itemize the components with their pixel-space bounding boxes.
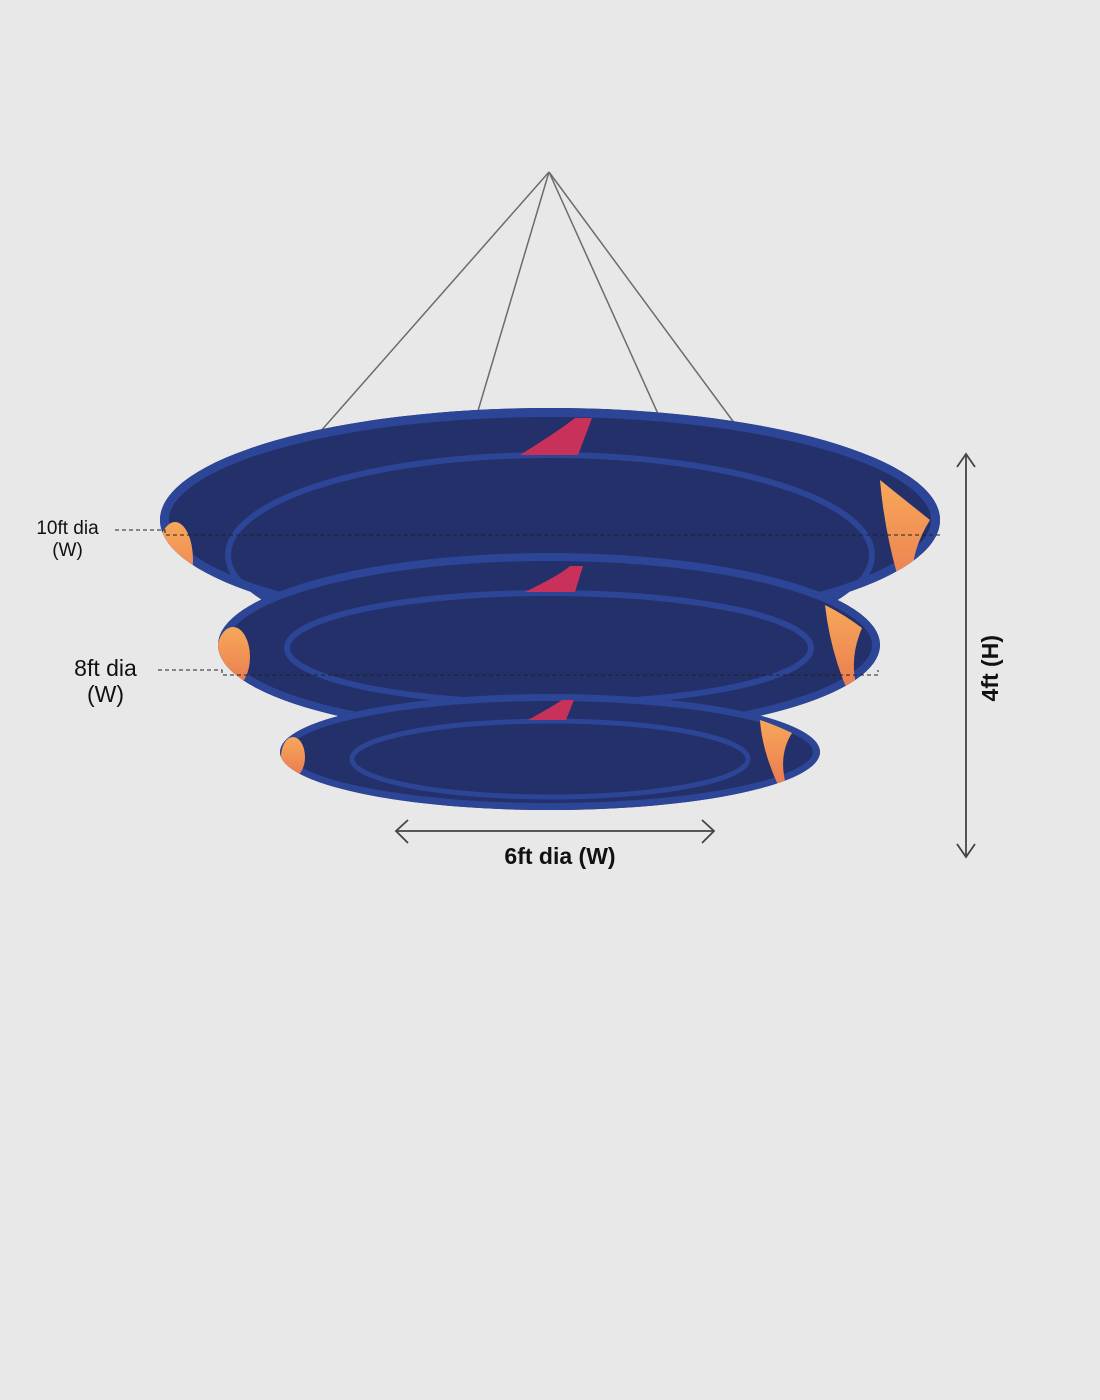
- label-10ft-dia: 10ft dia (W): [20, 518, 115, 562]
- pink-accent: [520, 418, 592, 455]
- dimension-lines: [115, 452, 976, 859]
- label-line: 10ft dia: [36, 518, 99, 539]
- ring-6ft: [279, 693, 820, 811]
- pink-accent: [528, 700, 574, 720]
- label-height: 4ft (H): [976, 635, 1003, 702]
- ring-8ft: [218, 553, 880, 737]
- orange-accent: [218, 627, 250, 687]
- orange-accent: [281, 737, 305, 777]
- orange-accent: [760, 720, 792, 785]
- dimension-leader-10ft: [115, 529, 940, 536]
- width-arrow: [394, 819, 716, 844]
- height-arrow: [956, 452, 976, 859]
- pink-accent: [525, 566, 583, 592]
- label-line: (W): [52, 539, 83, 561]
- label-6ft-dia: 6ft dia (W): [504, 843, 616, 869]
- orange-accent: [880, 480, 930, 600]
- orange-accent: [160, 522, 193, 598]
- dimension-leader-8ft: [158, 669, 879, 676]
- label-line: (W): [86, 681, 125, 708]
- label-line: 8ft dia: [74, 655, 137, 681]
- orange-accent: [825, 605, 862, 692]
- cable: [548, 171, 736, 425]
- cable: [319, 171, 550, 433]
- label-8ft-dia: 8ft dia (W): [58, 655, 153, 708]
